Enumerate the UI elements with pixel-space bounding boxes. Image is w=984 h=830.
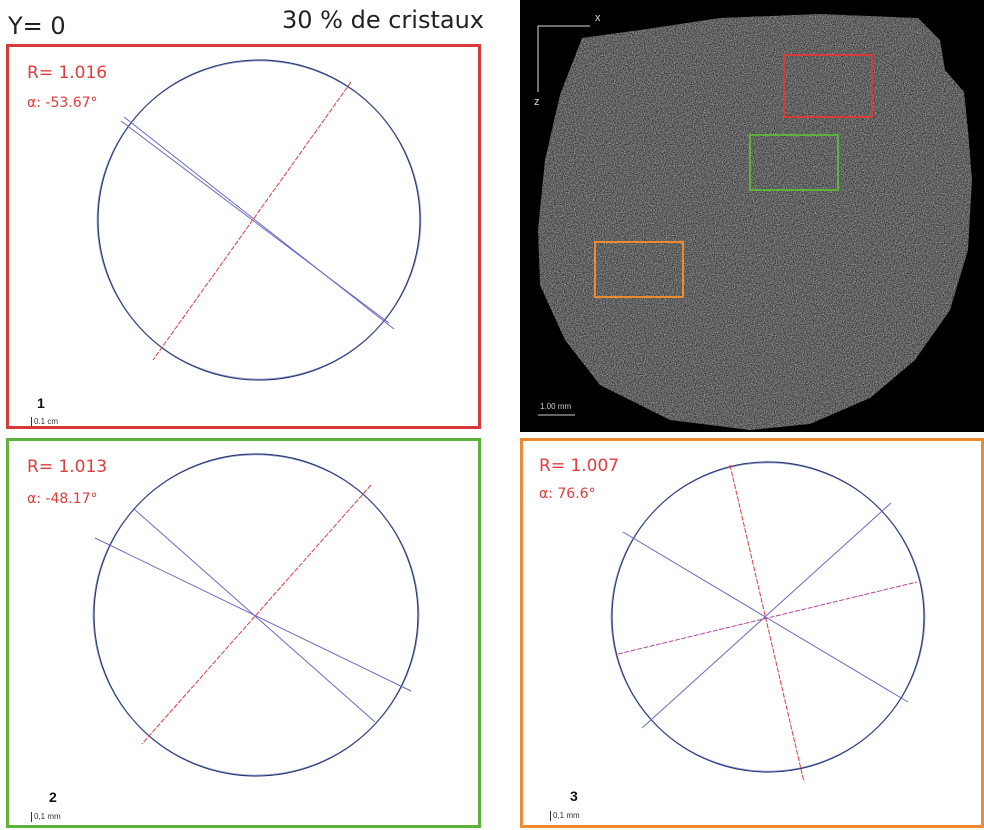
- alpha-value-1: α: -53.67°: [27, 95, 98, 111]
- minor-axis-line-1: [152, 81, 352, 361]
- panel-number-3: 3: [570, 788, 578, 804]
- fit-axis-line-1: [120, 120, 390, 324]
- scale-bar-3: 0,1 mm: [550, 811, 580, 821]
- major-axis-line-1: [123, 116, 395, 330]
- ellipse-fit-1: [96, 59, 422, 381]
- tomography-slice-svg: [520, 0, 984, 432]
- panel-number-1: 1: [37, 395, 45, 411]
- r-value-3: R= 1.007: [539, 456, 620, 476]
- purple-axis-line-3: [617, 581, 918, 655]
- roi-box-red: [783, 54, 873, 118]
- image-scale-label: 1.00 mm: [540, 402, 572, 411]
- panel-number-2: 2: [49, 789, 57, 805]
- minor-axis-line-3: [729, 464, 805, 783]
- panel-3-fit: R= 1.007 α: 76.6° 3 0,1 mm: [520, 438, 984, 828]
- ellipse-fit-2: [92, 453, 420, 777]
- r-value-2: R= 1.013: [27, 457, 108, 477]
- fit-axis-line-3: [641, 502, 892, 729]
- alpha-value-2: α: -48.17°: [27, 491, 98, 507]
- crystal-fraction-title: 30 % de cristaux: [282, 6, 484, 34]
- roi-box-green: [749, 134, 839, 191]
- roi-box-orange: [594, 241, 684, 298]
- panel-2-fit: R= 1.013 α: -48.17° 2 0,1 mm: [6, 438, 481, 828]
- scale-bar-2: 0,1 mm: [31, 812, 61, 822]
- fit-axis-line-2: [133, 508, 376, 723]
- r-value-1: R= 1.016: [27, 63, 108, 83]
- panel-1-fit: R= 1.016 α: -53.67° 1 0.1 cm: [6, 44, 481, 429]
- y-position-label: Y= 0: [8, 12, 66, 40]
- scale-bar-1: 0.1 cm: [31, 417, 58, 426]
- ellipse-fit-3: [610, 461, 926, 783]
- alpha-value-3: α: 76.6°: [539, 486, 596, 502]
- axis-z-label: z: [534, 96, 540, 108]
- minor-axis-line-2: [141, 484, 372, 745]
- tomography-slice-image: x z 1.00 mm: [520, 0, 984, 432]
- axis-x-label: x: [595, 12, 601, 24]
